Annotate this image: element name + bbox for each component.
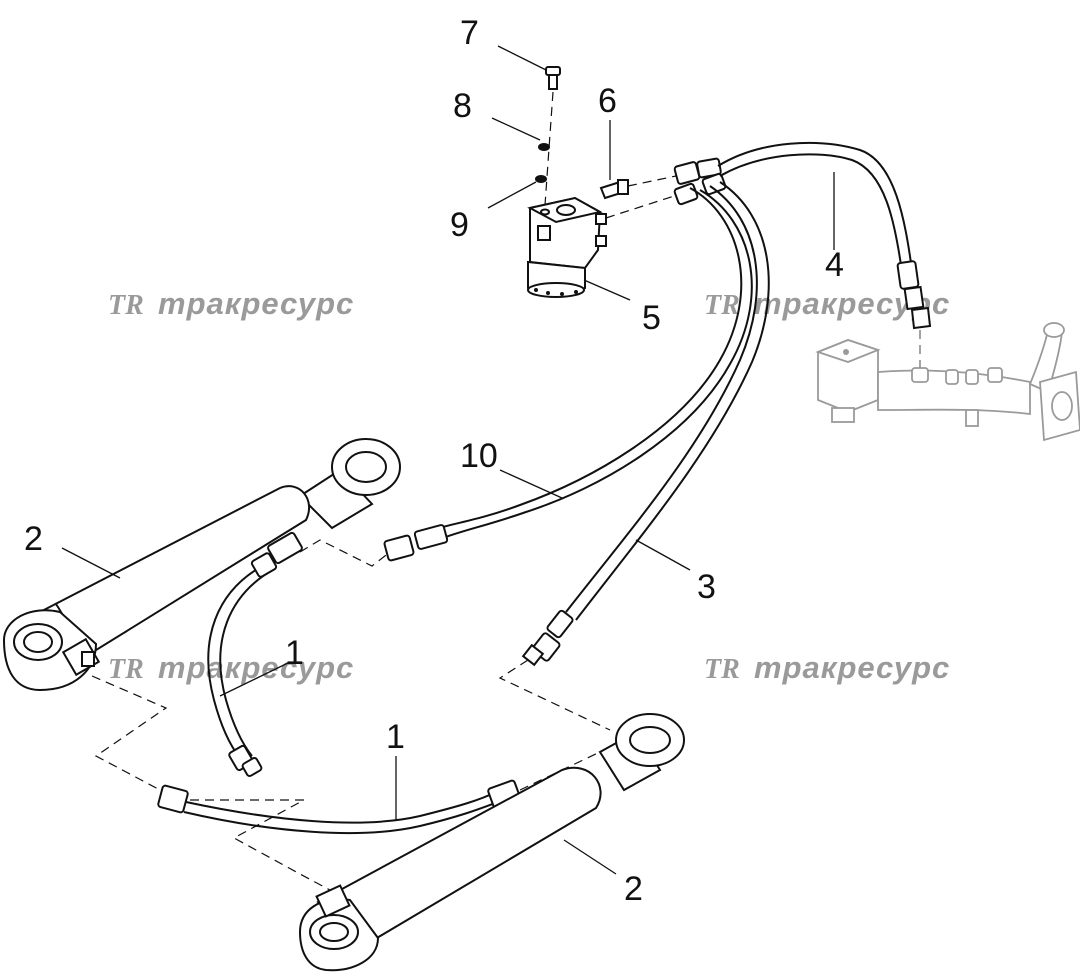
assembly-axis-adapter-lower [605, 195, 675, 219]
watermark-text: тракресурс [158, 650, 354, 685]
leader-lines [61, 45, 835, 875]
hose-3 [521, 181, 770, 667]
watermark-logo: TR [108, 290, 144, 321]
watermark-bottom-right: TR тракресурс [704, 650, 950, 685]
hose-10 [383, 187, 753, 562]
cylinder-2-upper [2, 438, 401, 692]
watermark-bottom-left: TR тракресурс [108, 650, 354, 685]
adapter-6 [599, 179, 629, 200]
callout-2-upper: 2 [24, 520, 43, 558]
callout-6: 6 [598, 82, 617, 120]
watermark-logo: TR [704, 290, 740, 321]
hose-1-horizontal [157, 779, 521, 834]
washer-9 [535, 175, 547, 183]
callout-9: 9 [450, 206, 469, 244]
hose-4 [717, 141, 932, 330]
callout-8: 8 [453, 87, 472, 125]
watermark-top-left: TR тракресурс [108, 286, 354, 321]
callout-3: 3 [697, 568, 716, 606]
callout-7: 7 [460, 14, 479, 52]
cylinder-2-lower [298, 713, 685, 972]
callout-1-upper: 1 [285, 634, 304, 672]
callout-10: 10 [460, 437, 498, 475]
hose-1-vertical [207, 552, 278, 777]
watermark-logo: TR [108, 654, 144, 685]
callout-2-lower: 2 [624, 870, 643, 908]
assembly-axis-fasteners [544, 91, 554, 206]
callout-4: 4 [825, 246, 844, 284]
bolt-7 [545, 66, 561, 90]
watermark-text: тракресурс [754, 650, 950, 685]
assembly-axis-adapter-upper [627, 175, 677, 187]
watermark-text: тракресурс [158, 286, 354, 321]
washer-8 [538, 143, 550, 151]
callout-5: 5 [642, 299, 661, 337]
steering-unit-5 [527, 196, 607, 298]
pipe-assembly [815, 322, 1080, 442]
callout-1-lower: 1 [386, 718, 405, 756]
watermark-logo: TR [704, 654, 740, 685]
assembly-lines [91, 539, 611, 891]
